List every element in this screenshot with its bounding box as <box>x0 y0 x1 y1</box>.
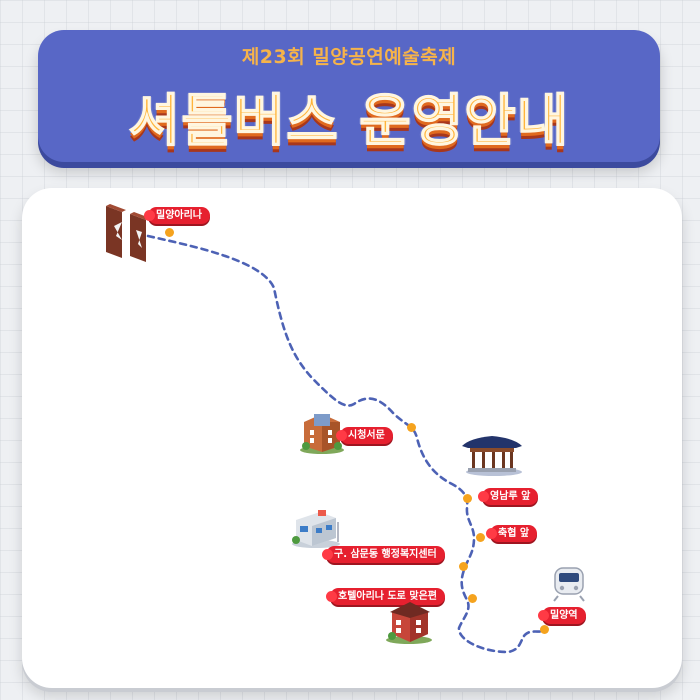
page-title: 셔틀버스 운영안내 <box>128 88 570 155</box>
stop-label-sammun-dong-center: 구. 삼문동 행정복지센터 <box>322 546 445 563</box>
title-banner: 제23회 밀양공연예술축제 셔틀버스 운영안내 <box>38 30 660 162</box>
city-hall-building-icon <box>300 414 344 454</box>
community-center-building-icon <box>292 510 340 548</box>
stop-dot <box>459 562 468 571</box>
stop-label-yeongnamru: 영남루 앞 <box>477 488 539 505</box>
stop-dot <box>463 494 472 503</box>
stop-label-city-hall-west-gate: 시청서문 <box>336 427 393 444</box>
stop-dot <box>476 533 485 542</box>
stop-label-miryang-station: 밀양역 <box>538 607 586 624</box>
stop-dot <box>165 228 174 237</box>
festival-subtitle: 제23회 밀양공연예술축제 <box>241 46 457 68</box>
hotel-building-icon <box>386 602 432 644</box>
stop-label-livestock-coop: 축협 앞 <box>485 525 538 542</box>
stop-label-hotel-arena: 호텔아리나 도로 맞은편 <box>326 588 445 605</box>
stop-dot <box>407 423 416 432</box>
stop-dot <box>540 625 549 634</box>
gate-doors-icon <box>106 204 150 262</box>
stop-dot <box>468 594 477 603</box>
stop-label-miryang-arena: 밀양아리나 <box>144 207 210 224</box>
traditional-pavilion-icon <box>462 436 522 476</box>
route-map: 밀양아리나 시청서문 영남루 앞 축협 앞 <box>22 188 682 688</box>
train-icon <box>553 567 585 602</box>
